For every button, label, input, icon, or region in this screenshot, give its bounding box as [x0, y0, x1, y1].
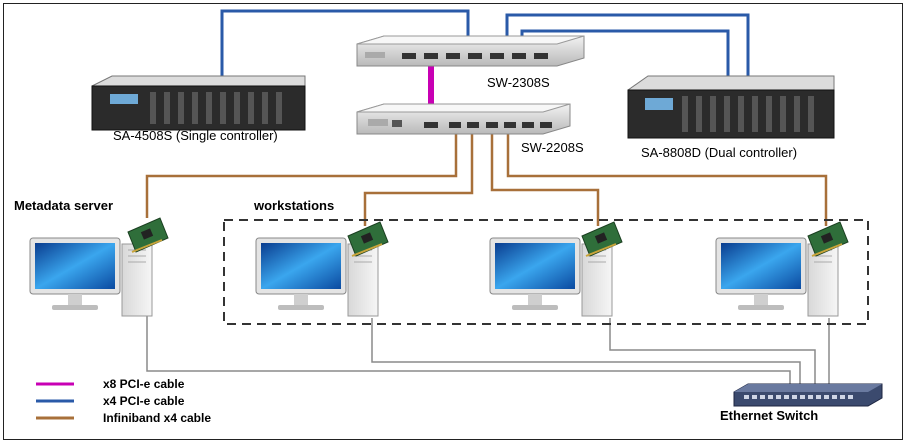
eth-cable-ws2 — [609, 318, 816, 385]
ethernet-cables — [146, 316, 830, 385]
eth-cable-ws1 — [371, 318, 801, 385]
ib-cable-ws1 — [363, 128, 474, 226]
metadata-server-hba-card — [127, 217, 169, 253]
sw-2308s-label: SW-2308S — [487, 75, 550, 90]
ib-cable-ws2 — [490, 128, 600, 226]
legend-infiniband-label: Infiniband x4 cable — [103, 411, 212, 425]
ethernet-switch-label: Ethernet Switch — [720, 408, 819, 423]
sa-8808d-label: SA-8808D (Dual controller) — [641, 145, 798, 160]
legend-x4-label: x4 PCI-e cable — [103, 394, 185, 408]
ethernet-switch — [733, 383, 883, 407]
sw-2208s-label: SW-2208S — [521, 140, 584, 155]
workstations-group-box — [223, 219, 869, 325]
sa-8808d-storage — [627, 75, 835, 139]
eth-cable-metadata — [146, 316, 791, 385]
diagram-frame — [3, 3, 903, 440]
metadata-server — [29, 237, 153, 317]
workstations-label: workstations — [254, 198, 335, 213]
workstation-1-hba-card — [347, 221, 389, 257]
sw-2308s-switch — [356, 35, 585, 67]
sw-2208s-switch — [356, 103, 571, 135]
ib-cable-ws3 — [506, 128, 828, 226]
workstation-3-hba-card — [807, 221, 849, 257]
sa-4508s-label: SA-4508S (Single controller) — [113, 128, 278, 143]
sa-4508s-storage — [91, 75, 306, 131]
workstation-2-hba-card — [581, 221, 623, 257]
legend-x8-label: x8 PCI-e cable — [103, 377, 185, 391]
ib-cable-metadata — [145, 128, 458, 218]
infiniband-cables — [145, 128, 828, 226]
metadata-server-label: Metadata server — [14, 198, 113, 213]
